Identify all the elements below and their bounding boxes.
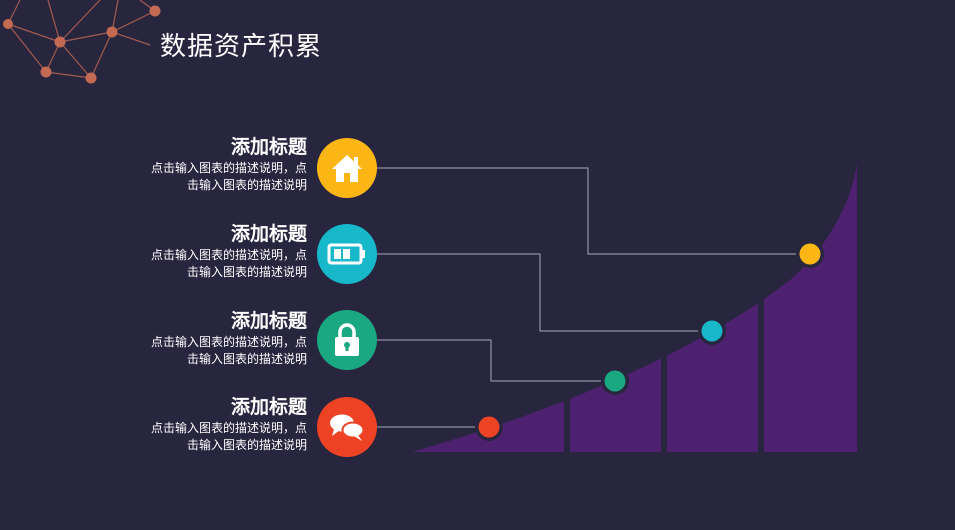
- item-description-line: 击输入图表的描述说明: [186, 438, 307, 452]
- item-description-line: 点击输入图表的描述说明，点: [150, 248, 307, 262]
- home-icon-badge: [317, 138, 377, 198]
- area-divider: [661, 330, 667, 454]
- marker-dot: [799, 243, 821, 265]
- list-item: 添加标题 点击输入图表的描述说明，点 击输入图表的描述说明: [100, 222, 307, 281]
- item-description-line: 击输入图表的描述说明: [186, 352, 307, 366]
- lock-icon: [335, 323, 359, 356]
- area-divider: [758, 270, 764, 454]
- item-heading: 添加标题: [230, 310, 307, 332]
- connector-line: [377, 339, 615, 382]
- slide-title: 数据资产积累: [160, 32, 323, 62]
- growth-area: [412, 163, 857, 452]
- battery-icon-badge: [317, 224, 377, 284]
- item-heading: 添加标题: [230, 136, 307, 158]
- list-item: 添加标题 点击输入图表的描述说明，点 击输入图表的描述说明: [100, 135, 307, 194]
- chat-bubbles-icon: [330, 414, 365, 441]
- chat-bubbles-icon-badge: [317, 397, 377, 457]
- list-item: 添加标题 点击输入图表的描述说明，点 击输入图表的描述说明: [100, 309, 307, 368]
- item-description-line: 击输入图表的描述说明: [186, 178, 307, 192]
- marker-dot: [701, 320, 723, 342]
- item-heading: 添加标题: [230, 223, 307, 245]
- network-decoration: [3, 0, 161, 84]
- item-description-line: 点击输入图表的描述说明，点: [150, 421, 307, 435]
- marker-dot: [478, 416, 500, 438]
- battery-icon: [327, 243, 365, 265]
- item-description-line: 点击输入图表的描述说明，点: [150, 161, 307, 175]
- marker-dot: [604, 370, 626, 392]
- item-heading: 添加标题: [230, 396, 307, 418]
- home-icon: [332, 155, 362, 182]
- connector-line: [377, 253, 712, 332]
- connector-line: [377, 167, 810, 255]
- list-item: 添加标题 点击输入图表的描述说明，点 击输入图表的描述说明: [100, 395, 307, 454]
- lock-icon-badge: [317, 310, 377, 370]
- area-divider: [564, 380, 570, 454]
- item-description-line: 击输入图表的描述说明: [186, 265, 307, 279]
- item-description-line: 点击输入图表的描述说明，点: [150, 335, 307, 349]
